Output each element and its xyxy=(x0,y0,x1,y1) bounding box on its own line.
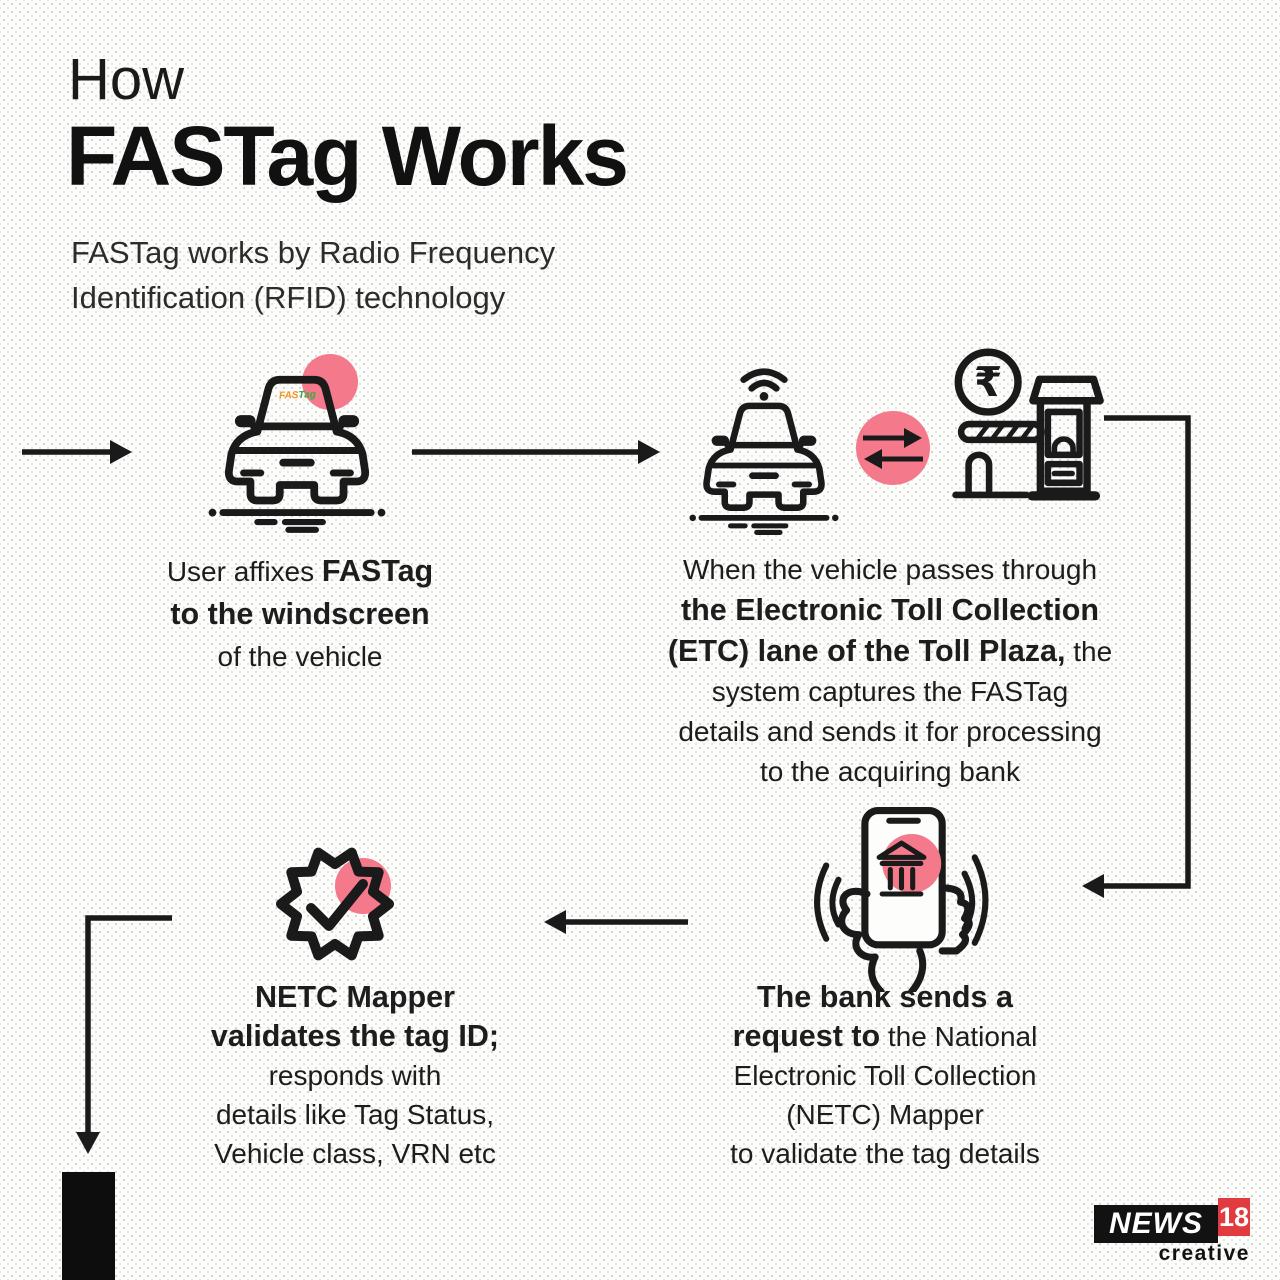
seal-rosette-icon xyxy=(276,847,394,961)
page-subtitle: FASTag works by Radio Frequency Identifi… xyxy=(71,230,555,320)
caption-affix-l1b: FASTag xyxy=(321,554,434,588)
caption-netc-l3: responds with xyxy=(268,1060,442,1091)
exit-arrowhead-icon xyxy=(76,1132,100,1154)
wifi-inner-arc-icon xyxy=(748,379,780,392)
hand-icon xyxy=(838,884,973,992)
fastag-sticker-text-orange: FAS xyxy=(278,389,299,402)
caption-netc-l5: Vehicle class, VRN etc xyxy=(214,1138,496,1169)
step1-arrowhead-icon xyxy=(638,440,660,464)
bank-building-icon xyxy=(876,840,927,897)
barrier-post xyxy=(965,451,993,495)
caption-toll: When the vehicle passes through the Elec… xyxy=(620,550,1160,792)
news18-logo-news: NEWS xyxy=(1094,1205,1218,1243)
caption-netc-l4: details like Tag Status, xyxy=(215,1099,495,1130)
caption-netc-l1: NETC Mapper xyxy=(255,980,455,1014)
caption-toll-l4: system captures the FASTag xyxy=(711,676,1069,707)
exchange-arrows-icon xyxy=(863,428,923,469)
news18-logo-18: 18 xyxy=(1218,1198,1250,1236)
caption-bank-l1: The bank sends a xyxy=(757,980,1013,1014)
wifi-dot-icon xyxy=(759,392,769,401)
step3-arrowhead-icon xyxy=(1082,874,1104,898)
continuation-bar xyxy=(62,1172,115,1280)
wifi-outer-arc-icon xyxy=(740,368,788,383)
caption-toll-l1: When the vehicle passes through xyxy=(682,554,1098,585)
phone-bank-icon xyxy=(814,807,989,992)
booth-window xyxy=(1044,408,1083,459)
sound-wave-right-outer-icon xyxy=(971,854,989,946)
caption-toll-l3b: the xyxy=(1065,636,1113,667)
caption-bank-l3: Electronic Toll Collection xyxy=(733,1060,1037,1091)
caption-affix-l1a: User affixes xyxy=(166,556,322,587)
booth-panel xyxy=(1044,460,1083,487)
exchange-circle xyxy=(856,411,930,485)
rupee-circle-icon xyxy=(954,348,1022,416)
step4-exit-connector xyxy=(85,915,172,1134)
news18-logo-creative: creative xyxy=(1158,1242,1250,1265)
caption-toll-l5: details and sends it for processing xyxy=(678,716,1102,747)
rupee-symbol: ₹ xyxy=(974,358,1003,406)
sound-wave-left-outer-icon xyxy=(814,862,830,942)
caption-affix: User affixes FASTag to the windscreen of… xyxy=(105,550,495,678)
page-title-line1: How xyxy=(68,47,185,112)
booth-roof xyxy=(1029,375,1104,405)
caption-bank-l2a: request to xyxy=(732,1019,881,1053)
caption-bank-l4: (NETC) Mapper xyxy=(786,1099,984,1130)
toll-plaza-icon: ₹ xyxy=(952,348,1104,501)
caption-toll-l6: to the acquiring bank xyxy=(760,756,1020,787)
caption-bank-l5: to validate the tag details xyxy=(730,1138,1040,1169)
caption-bank-l2b: the National xyxy=(880,1021,1038,1052)
fastag-sticker: FASTag xyxy=(279,389,316,401)
checkmark-icon xyxy=(306,879,368,931)
booth-body xyxy=(1036,397,1091,495)
caption-netc-l2: validates the tag ID; xyxy=(210,1019,500,1053)
caption-affix-l2: to the windscreen xyxy=(170,597,430,631)
caption-netc: NETC Mapper validates the tag ID; respon… xyxy=(135,978,575,1173)
fastag-sticker-text-green: Tag xyxy=(298,389,317,401)
barrier-stripes xyxy=(975,423,1035,441)
page-title-line2: FASTag Works xyxy=(66,109,629,203)
subtitle-line1: FASTag works by Radio Frequency xyxy=(71,235,556,270)
booth-attendant xyxy=(1051,436,1076,458)
caption-bank: The bank sends a request to the National… xyxy=(645,978,1125,1173)
connected-car-icon xyxy=(684,368,844,537)
entry-arrowhead-icon xyxy=(110,440,132,464)
caption-toll-l3a: (ETC) lane of the Toll Plaza, xyxy=(667,634,1066,668)
caption-toll-l2: the Electronic Toll Collection xyxy=(680,593,1099,627)
validation-badge-icon xyxy=(276,847,394,961)
caption-affix-l3: of the vehicle xyxy=(217,641,383,672)
step2-to-step3-connector xyxy=(1100,415,1191,889)
step4-arrowhead-icon xyxy=(544,910,566,934)
sound-wave-left-inner-icon xyxy=(829,876,842,928)
subtitle-line2: Identification (RFID) technology xyxy=(71,280,506,315)
